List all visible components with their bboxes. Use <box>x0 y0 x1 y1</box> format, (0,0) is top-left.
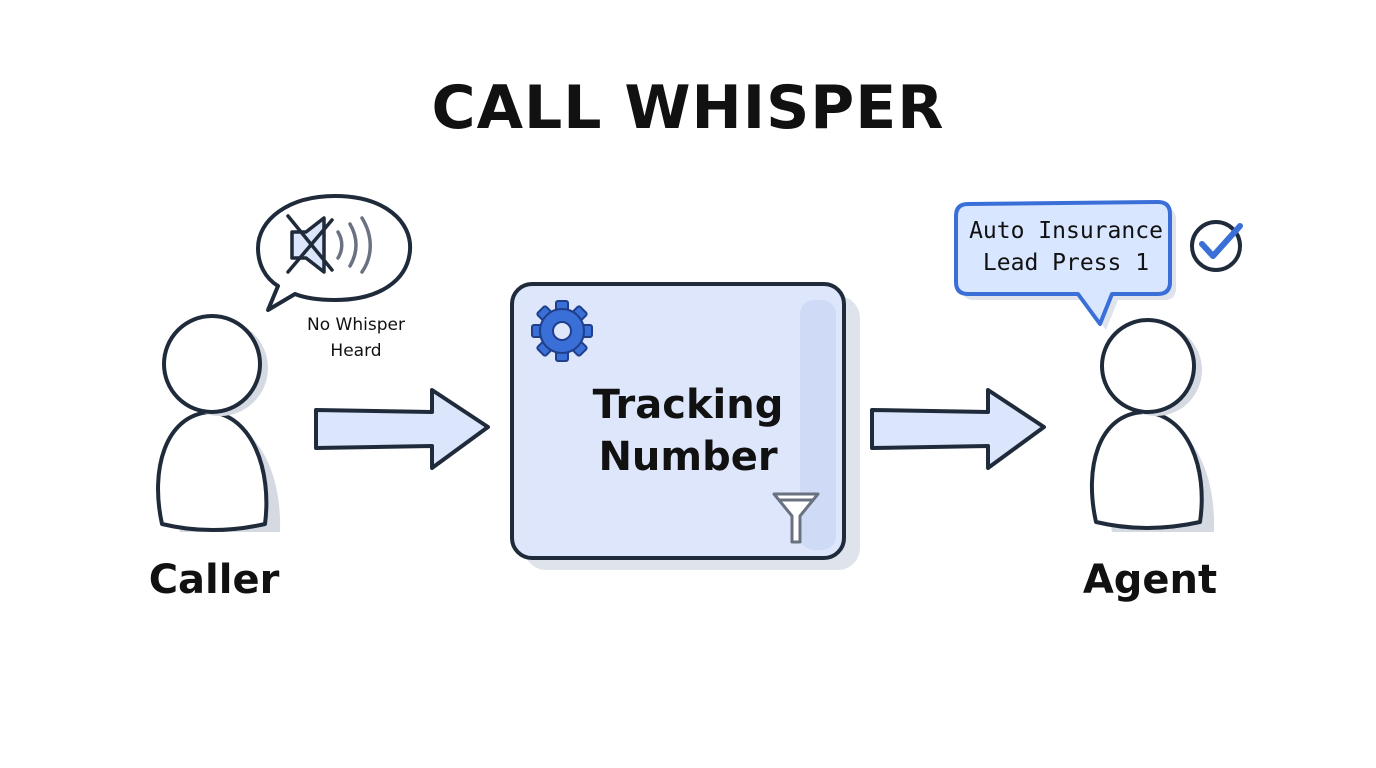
caller-body <box>156 410 269 532</box>
caller-note-line-1: No Whisper <box>307 315 405 335</box>
agent-label: Agent <box>1083 557 1217 603</box>
caller-figure <box>156 314 281 532</box>
tracking-label-line-1: Tracking <box>593 382 784 428</box>
agent-body <box>1089 410 1204 530</box>
caller-label: Caller <box>149 557 280 603</box>
agent-bubble-line-1: Auto Insurance <box>969 218 1163 244</box>
caller-speech-bubble <box>256 194 413 312</box>
caller-note-line-2: Heard <box>330 341 381 361</box>
tracking-label-line-2: Number <box>598 434 777 480</box>
tracking-number-box <box>510 282 860 570</box>
arrow-tracking-to-agent <box>870 388 1046 470</box>
agent-head <box>1100 318 1196 414</box>
muted-speaker-icon <box>286 214 372 274</box>
caller-head <box>162 314 262 414</box>
agent-figure <box>1089 318 1215 532</box>
agent-bubble-line-2: Lead Press 1 <box>983 250 1149 276</box>
arrow-caller-to-tracking <box>314 388 490 470</box>
checkmark-circle-icon <box>1190 220 1243 272</box>
diagram-title: CALL WHISPER <box>432 73 945 143</box>
agent-speech-bubble <box>954 200 1176 330</box>
gear-icon <box>531 300 593 362</box>
funnel-icon <box>772 492 820 544</box>
